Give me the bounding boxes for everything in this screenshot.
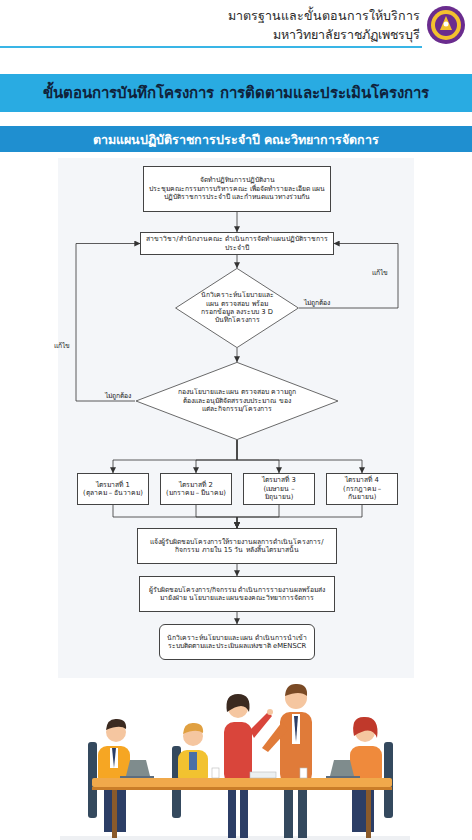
page-title: ขั้นตอนการบันทึกโครงการ การติดตามและประเ… xyxy=(0,74,472,112)
flow-connector xyxy=(237,255,238,268)
flow-panel xyxy=(58,158,414,678)
node-text: จัดทำปฏิทินการปฏิบัติงาน xyxy=(200,176,275,184)
node-text: สาขาวิชา/สำนักงานคณะ ดำเนินการจัดทำแผนปฏ… xyxy=(145,235,329,252)
node-text: นักวิเคราะห์นโยบายและแผน ดำเนินการนำเข้า… xyxy=(164,634,310,651)
decision-diamond: นักวิเคราะห์นโยบายและแผน ตรวจสอบ พร้อมกร… xyxy=(175,268,299,348)
meeting-illustration xyxy=(262,722,288,752)
university-logo xyxy=(427,6,465,44)
decision-diamond xyxy=(136,362,338,439)
meeting-illustration xyxy=(226,694,249,712)
flow-connector xyxy=(237,212,238,232)
meeting-illustration xyxy=(353,717,377,738)
process-box: จัดทำปฏิทินการปฏิบัติงานประชุมคณะกรรมการ… xyxy=(143,166,331,212)
meeting-illustration xyxy=(267,709,273,715)
meeting-illustration xyxy=(366,790,371,838)
flow-connector xyxy=(237,440,279,473)
meeting-illustration xyxy=(250,772,276,778)
node-text: แจ้งผู้รับผิดชอบโครงการให้รายงานผลการดำเ… xyxy=(142,538,332,555)
meeting-illustration xyxy=(300,768,307,778)
node-text: ผู้รับผิดชอบโครงการ/กิจกรรม ดำเนินการราย… xyxy=(144,586,330,603)
header-rule xyxy=(0,46,422,48)
university-logo xyxy=(440,16,452,30)
meeting-illustration xyxy=(120,776,154,778)
node-text: (เมษายน – มิถุนายน) xyxy=(248,485,310,502)
meeting-illustration xyxy=(189,752,197,770)
edge-note: แก้ไข xyxy=(54,340,70,351)
meeting-illustration xyxy=(330,760,354,776)
meeting-illustration xyxy=(126,760,150,776)
quarter-box: ไตรมาสที่ 1(ตุลาคม – ธันวาคม) xyxy=(77,473,149,505)
flow-connector xyxy=(237,612,238,624)
node-text: กองนโยบายและแผน ตรวจสอบ ความถูกต้องและอน… xyxy=(176,388,298,413)
meeting-illustration xyxy=(60,684,410,840)
meeting-illustration xyxy=(106,719,126,730)
flow-connector xyxy=(237,440,362,473)
node-text: (กรกฎาคม – กันยายน) xyxy=(331,485,393,502)
meeting-illustration xyxy=(224,722,252,784)
meeting-illustration xyxy=(326,776,360,778)
process-box: แจ้งผู้รับผิดชอบโครงการให้รายงานผลการดำเ… xyxy=(137,528,337,564)
flow-connector xyxy=(76,244,140,402)
edge-label: ไม่ถูกต้อง xyxy=(304,297,330,308)
quarter-box: ไตรมาสที่ 3(เมษายน – มิถุนายน) xyxy=(243,473,315,505)
header-rule xyxy=(0,46,422,48)
quarter-box: ไตรมาสที่ 2(มกราคม – มีนาคม) xyxy=(160,473,232,505)
university-logo xyxy=(444,22,449,27)
node-text: (ตุลาคม – ธันวาคม) xyxy=(83,489,143,497)
flow-connector xyxy=(237,505,362,528)
meeting-illustration xyxy=(292,714,300,744)
node-text: (มกราคม – มีนาคม) xyxy=(166,489,226,497)
meeting-illustration xyxy=(112,748,116,768)
node-text: ไตรมาสที่ 4 xyxy=(345,476,379,484)
meeting-illustration xyxy=(285,684,307,696)
flow-connector xyxy=(299,244,398,309)
flow-connector xyxy=(237,564,238,576)
edge-note: แก้ไข xyxy=(372,267,388,278)
subtitle-band xyxy=(0,126,472,152)
meeting-illustration xyxy=(112,790,117,838)
meeting-illustration xyxy=(183,723,203,734)
meeting-illustration xyxy=(294,716,298,742)
node-text: ประชุมคณะกรรมการบริหารคณะ เพื่อจัดทำรายล… xyxy=(148,185,326,202)
flow-connector xyxy=(237,505,279,528)
flow-connector xyxy=(113,505,237,528)
university-logo xyxy=(431,10,461,40)
quarter-box: ไตรมาสที่ 4(กรกฎาคม – กันยายน) xyxy=(326,473,398,505)
terminal-box: นักวิเคราะห์นโยบายและแผน ดำเนินการนำเข้า… xyxy=(159,624,315,660)
header-text: มหาวิทยาลัยราชภัฏเพชรบุรี xyxy=(0,25,420,45)
header-text: มาตรฐานและขั้นตอนการให้บริการ xyxy=(0,6,420,26)
flow-connector xyxy=(196,440,237,473)
diamond-text: กองนโยบายและแผน ตรวจสอบ ความถูกต้องและอน… xyxy=(176,388,298,413)
decision-diamond xyxy=(176,268,299,347)
meeting-illustration xyxy=(250,712,272,738)
meeting-illustration xyxy=(92,778,392,787)
meeting-illustration xyxy=(110,748,118,768)
edge-label: ไม่ถูกต้อง xyxy=(105,390,131,401)
university-logo xyxy=(427,6,465,44)
title-band xyxy=(0,74,472,112)
flow-connector xyxy=(196,505,237,528)
subtitle-band xyxy=(0,126,472,152)
subtitle-text: ตามแผนปฏิบัติราชการประจำปี คณะวิทยาการจั… xyxy=(0,130,472,150)
diamond-text: นักวิเคราะห์นโยบายและแผน ตรวจสอบ พร้อมกร… xyxy=(199,291,276,325)
process-box: ผู้รับผิดชอบโครงการ/กิจกรรม ดำเนินการราย… xyxy=(139,576,335,612)
node-text: นักวิเคราะห์นโยบายและแผน ตรวจสอบ พร้อมกร… xyxy=(199,291,276,325)
flow-panel xyxy=(58,158,414,678)
flow-connector xyxy=(237,348,238,362)
title-band xyxy=(0,74,472,112)
meeting-illustration xyxy=(92,787,392,790)
flow-connector xyxy=(113,440,237,473)
process-box: สาขาวิชา/สำนักงานคณะ ดำเนินการจัดทำแผนปฏ… xyxy=(140,232,334,255)
meeting-illustration xyxy=(280,712,312,784)
decision-diamond: กองนโยบายและแผน ตรวจสอบ ความถูกต้องและอน… xyxy=(135,362,339,440)
meeting-illustration xyxy=(212,768,219,778)
node-text: ไตรมาสที่ 1 xyxy=(96,481,130,489)
node-text: ไตรมาสที่ 3 xyxy=(262,476,296,484)
university-logo xyxy=(435,14,457,36)
node-text: ไตรมาสที่ 2 xyxy=(179,481,213,489)
